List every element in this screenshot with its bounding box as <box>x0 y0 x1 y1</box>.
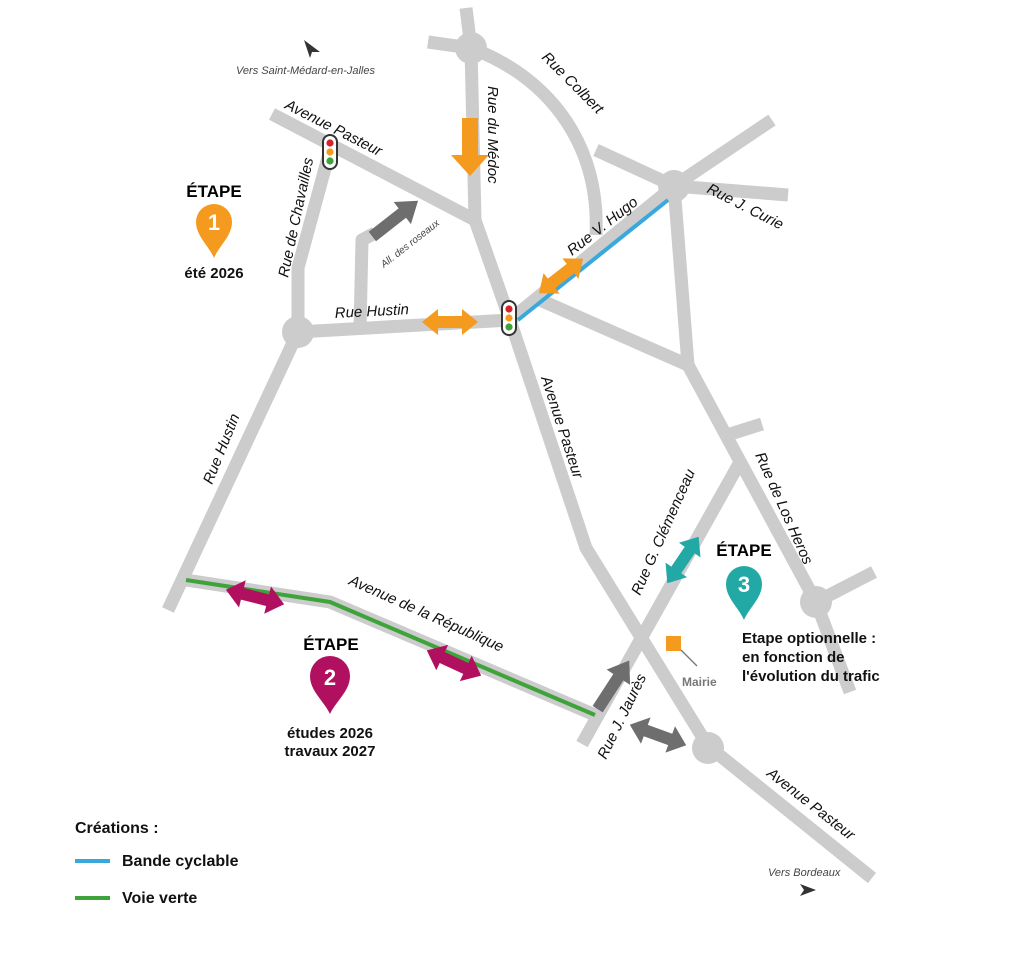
mairie-square-icon <box>666 636 681 651</box>
road-allee-des-roseaux <box>353 227 379 331</box>
road-rue-colbert <box>468 41 603 236</box>
double-arrow-icon <box>629 717 687 753</box>
stage-header: ÉTAPE <box>303 635 358 654</box>
double-arrow-icon <box>538 258 584 294</box>
legend-item-label: Voie verte <box>122 890 197 907</box>
roundabout-los-heros <box>800 586 832 618</box>
map-pin-icon <box>310 656 350 714</box>
stage-1: ÉTAPE 1 été 2026 <box>184 182 243 282</box>
mairie-landmark: Mairie <box>666 636 717 689</box>
single-arrow-icon <box>368 200 419 242</box>
traffic-light-icon <box>322 134 338 170</box>
stage-3: ÉTAPE 3 Etape optionnelle : en fonction … <box>716 541 879 685</box>
road-rue-hustin-west <box>162 329 304 613</box>
road-diag-to-los-heros <box>537 294 691 371</box>
roundabout-north <box>455 32 487 64</box>
traffic-light-icon <box>501 300 517 336</box>
single-arrow-icon <box>592 660 631 713</box>
road-rue-j-curie <box>673 179 789 202</box>
mairie-label: Mairie <box>682 675 717 689</box>
street-label: Rue Hustin <box>334 301 409 322</box>
stage-line: été 2026 <box>184 265 243 282</box>
single-arrow-icon <box>451 118 489 176</box>
road-rue-de-los-heros <box>667 185 857 695</box>
map-pin-icon <box>196 204 232 258</box>
stage-line: l'évolution du trafic <box>742 668 880 685</box>
legend-item-label: Bande cyclable <box>122 853 239 870</box>
road-rue-hustin-north <box>297 313 511 339</box>
stage-2: ÉTAPE 2 études 2026 travaux 2027 <box>285 635 376 760</box>
stage-number: 1 <box>208 210 220 235</box>
stage-line: études 2026 <box>287 725 373 742</box>
direction-south-label: Vers Bordeaux <box>768 867 841 879</box>
roundabout-curie <box>658 170 690 202</box>
stage-line: travaux 2027 <box>285 743 376 760</box>
double-arrow-icon <box>422 309 478 335</box>
stage-number: 2 <box>324 665 336 690</box>
double-arrow-icon <box>225 580 285 614</box>
stage-line: Etape optionnelle : <box>742 630 876 647</box>
legend: Créations : Bande cyclable Voie verte <box>75 820 239 907</box>
bande-cyclable-line <box>516 198 670 322</box>
roundabouts <box>282 32 832 764</box>
stage-header: ÉTAPE <box>716 541 771 560</box>
road-rue-de-chavailles <box>291 148 337 332</box>
north-direction-arrow-icon <box>304 40 320 58</box>
stage-line: en fonction de <box>742 649 845 666</box>
direction-north-label: Vers Saint-Médard-en-Jalles <box>236 65 375 77</box>
double-arrow-icon <box>426 644 482 682</box>
stage-number: 3 <box>738 572 750 597</box>
road-network <box>162 7 877 884</box>
street-label: Rue G. Clémenceau <box>628 466 699 598</box>
road-stub-los-heros <box>722 417 764 443</box>
road-avenue-pasteur-north <box>268 108 877 884</box>
legend-title: Créations : <box>75 820 159 837</box>
double-arrow-icon <box>665 536 701 584</box>
street-label: Rue du Médoc <box>484 86 501 184</box>
map-pin-icon <box>726 566 762 620</box>
roundabout-south <box>692 732 724 764</box>
south-direction-arrow-icon <box>800 884 816 896</box>
stage-header: ÉTAPE <box>186 182 241 201</box>
roundabout-hustin <box>282 316 314 348</box>
